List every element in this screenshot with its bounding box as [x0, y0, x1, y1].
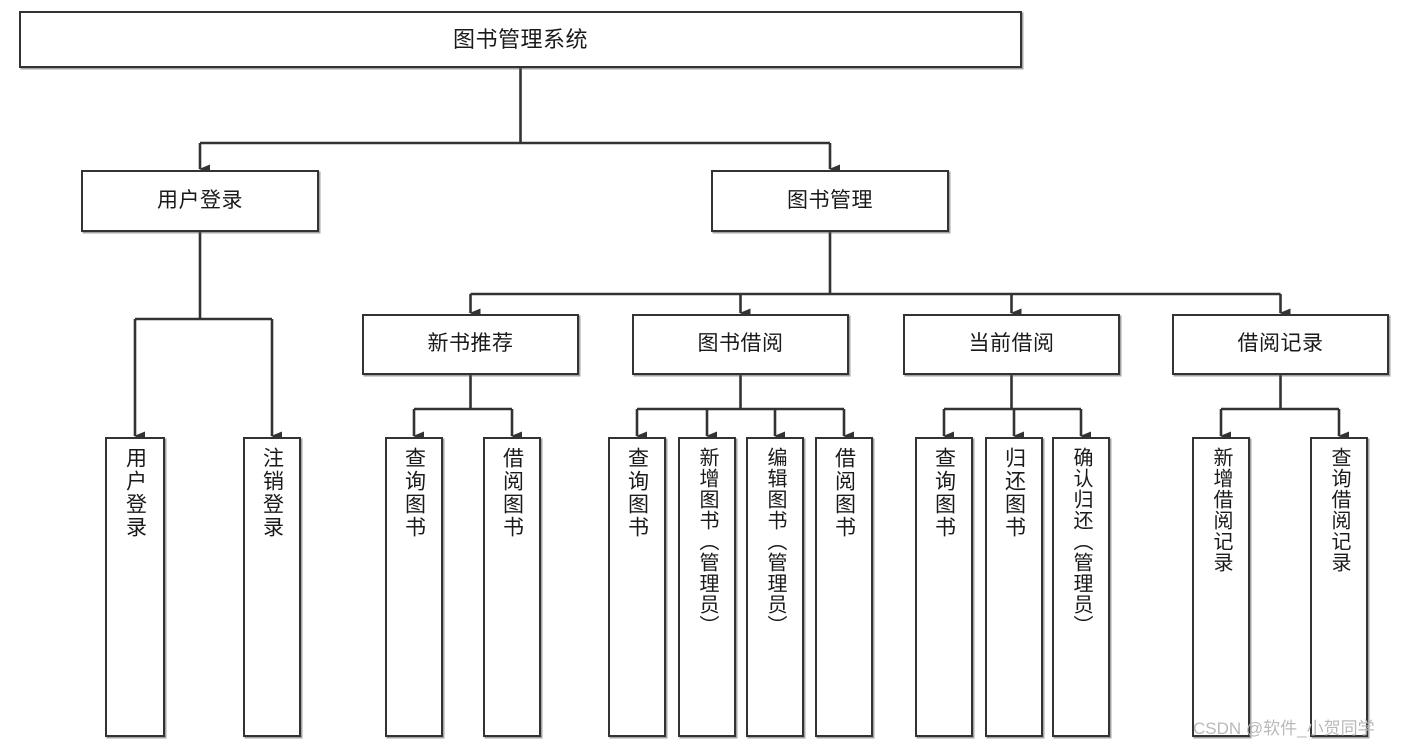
node-newbook[interactable]: 新书推荐	[362, 314, 579, 375]
node-label: 查询图书	[932, 447, 956, 539]
node-leaf-login-2[interactable]: 注销登录	[243, 437, 301, 737]
node-label: 新书推荐	[427, 332, 514, 356]
node-leaf-borrow-3[interactable]: 编辑图书（管理员）	[746, 437, 804, 737]
node-current[interactable]: 当前借阅	[903, 314, 1120, 375]
node-label: 新增借阅记录	[1210, 447, 1232, 573]
node-label: 新增图书（管理员）	[696, 447, 718, 636]
node-label: 查询借阅记录	[1328, 447, 1350, 573]
csdn-watermark: CSDN @软件_小贺同学	[1193, 719, 1375, 738]
node-bookmgmt[interactable]: 图书管理	[711, 170, 949, 232]
node-leaf-cur-1[interactable]: 查询图书	[915, 437, 973, 737]
node-borrow[interactable]: 图书借阅	[632, 314, 849, 375]
node-label: 确认归还（管理员）	[1070, 447, 1092, 636]
node-leaf-cur-2[interactable]: 归还图书	[985, 437, 1043, 737]
node-label: 编辑图书（管理员）	[764, 447, 786, 636]
node-leaf-new-2[interactable]: 借阅图书	[483, 437, 541, 737]
node-leaf-rec-2[interactable]: 查询借阅记录	[1310, 437, 1368, 737]
node-label: 用户登录	[157, 188, 243, 212]
node-label: 归还图书	[1002, 447, 1026, 539]
node-label: 注销登录	[260, 447, 284, 539]
node-label: 图书管理系统	[452, 26, 588, 52]
node-leaf-login-1[interactable]: 用户登录	[105, 437, 165, 737]
node-label: 查询图书	[625, 447, 649, 539]
node-label: 借阅图书	[500, 447, 524, 539]
node-label: 图书管理	[787, 188, 873, 212]
node-label: 图书借阅	[697, 332, 784, 356]
node-leaf-rec-1[interactable]: 新增借阅记录	[1192, 437, 1250, 737]
node-label: 借阅图书	[832, 447, 856, 539]
node-root[interactable]: 图书管理系统	[19, 11, 1022, 68]
node-label: 当前借阅	[968, 332, 1055, 356]
node-leaf-borrow-1[interactable]: 查询图书	[608, 437, 666, 737]
node-leaf-cur-3[interactable]: 确认归还（管理员）	[1052, 437, 1110, 737]
node-label: 借阅记录	[1237, 332, 1324, 356]
node-label: 查询图书	[402, 447, 426, 539]
node-leaf-borrow-4[interactable]: 借阅图书	[815, 437, 873, 737]
node-leaf-new-1[interactable]: 查询图书	[385, 437, 443, 737]
node-leaf-borrow-2[interactable]: 新增图书（管理员）	[678, 437, 736, 737]
node-login[interactable]: 用户登录	[81, 170, 319, 232]
node-records[interactable]: 借阅记录	[1172, 314, 1389, 375]
node-label: 用户登录	[123, 447, 147, 539]
